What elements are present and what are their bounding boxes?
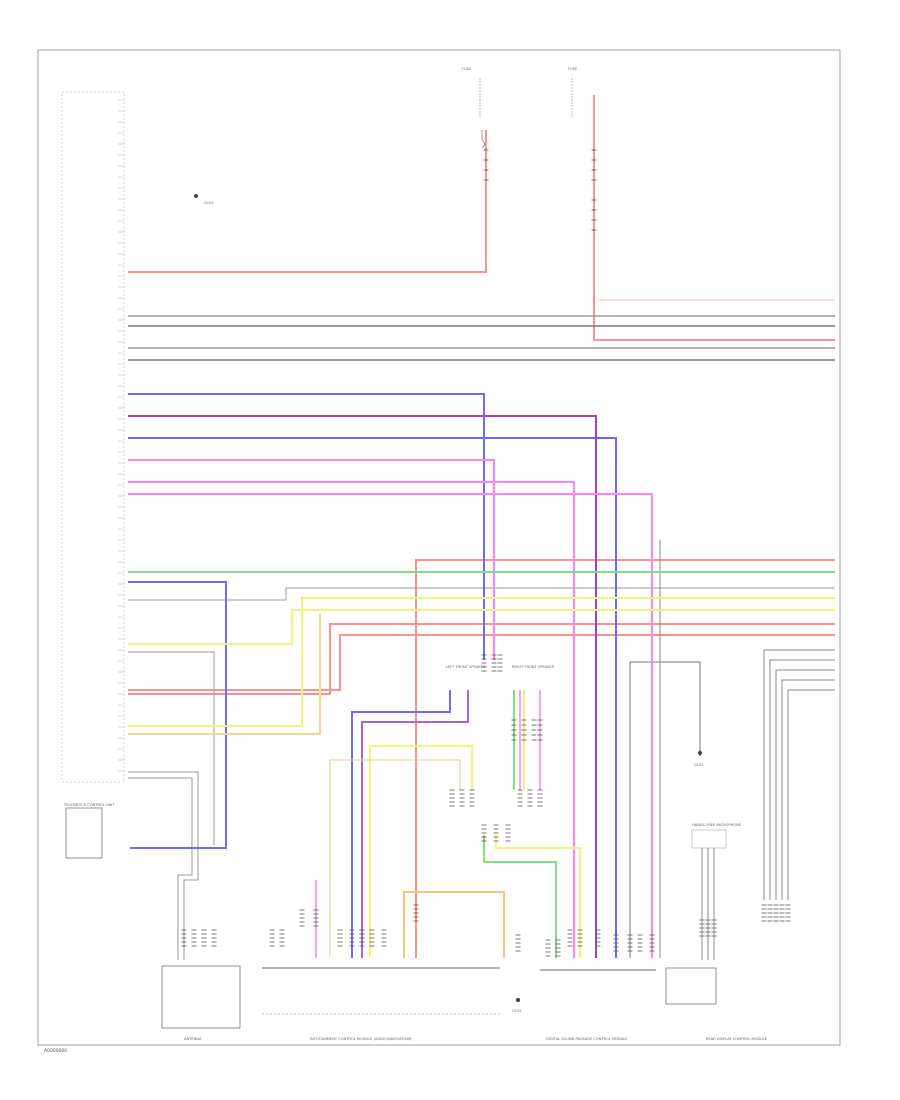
- fuse-b-label: FUSE: [568, 67, 578, 71]
- ground-c-label: G103: [204, 201, 214, 205]
- purple-wires: [128, 415, 597, 958]
- speaker-lf-label: LEFT FRONT SPEAKER: [446, 665, 486, 669]
- antenna-box: ANTENNA: [161, 965, 241, 1041]
- ground-b: G102: [512, 998, 522, 1013]
- speaker-rf-label: RIGHT FRONT SPEAKER: [512, 665, 555, 669]
- amp-box: DIGITAL SOUND PACKAGE CONTROL MODULE: [540, 969, 656, 1041]
- gray-wires: [128, 315, 835, 960]
- antenna-label: ANTENNA: [184, 1037, 202, 1041]
- rear-unit-box: REAR DISPLAY CONTROL MODULE: [665, 967, 768, 1041]
- speaker-left-front: LEFT FRONT SPEAKER: [446, 665, 486, 669]
- fuse-block-a: FUSE: [462, 67, 485, 149]
- diagram-frame: [37, 49, 841, 1046]
- diagram-code: A0000000: [44, 1048, 67, 1054]
- ground-a: G101: [694, 750, 704, 767]
- ground-b-label: G102: [512, 1009, 522, 1013]
- hands-free-label: HANDS-FREE MICROPHONE: [692, 823, 742, 827]
- telematics-box: TELEMATICS CONTROL UNIT: [63, 803, 115, 859]
- speaker-right-front: RIGHT FRONT SPEAKER: [512, 665, 555, 669]
- right-bundle: [763, 649, 835, 900]
- hands-free-box: HANDS-FREE MICROPHONE: [691, 823, 742, 960]
- inline-connectors: [181, 149, 791, 957]
- ground-a-label: G101: [694, 763, 704, 767]
- left-connector-strip: [61, 91, 125, 783]
- left-connector-pins: [118, 99, 124, 772]
- fuse-a-label: FUSE: [462, 67, 472, 71]
- red-wires: [128, 95, 835, 958]
- fuse-block-b: FUSE: [568, 67, 578, 118]
- green-wires: [128, 571, 835, 958]
- ground-c: G103: [194, 194, 214, 205]
- yellow-wires: [128, 597, 835, 958]
- blue-wires: [128, 393, 617, 958]
- telematics-label: TELEMATICS CONTROL UNIT: [63, 803, 115, 807]
- radio-unit-box: INFOTAINMENT CONTROL MODULE (AUDIO/NAVIG…: [262, 967, 500, 1041]
- radio-unit-label: INFOTAINMENT CONTROL MODULE (AUDIO/NAVIG…: [310, 1037, 412, 1041]
- rear-unit-label: REAR DISPLAY CONTROL MODULE: [706, 1037, 768, 1041]
- amp-label: DIGITAL SOUND PACKAGE CONTROL MODULE: [546, 1037, 628, 1041]
- pink-wires: [128, 459, 653, 958]
